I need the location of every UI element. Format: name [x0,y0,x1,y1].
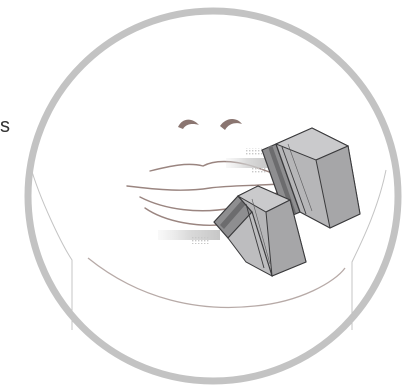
jawline [87,257,346,309]
emission-lower [158,230,220,244]
treatment-applicator-lower [213,185,307,278]
circular-frame [24,7,402,385]
neck-outline [29,164,387,330]
emission-upper [226,148,268,174]
nostrils [178,118,242,130]
treatment-applicator-upper [261,127,361,229]
stray-letter: s [0,115,10,137]
